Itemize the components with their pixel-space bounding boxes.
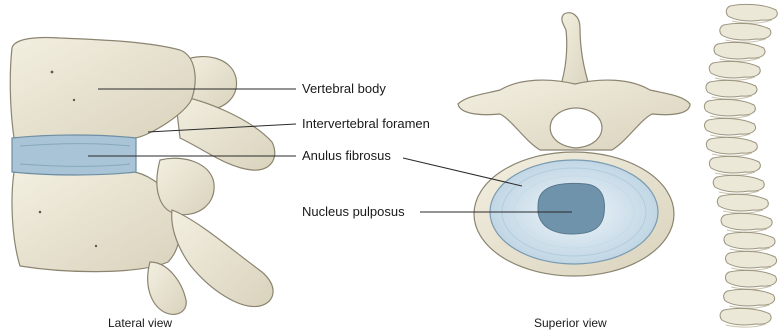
caption-superior-view: Superior view <box>534 316 607 330</box>
upper-vertebral-body <box>10 37 195 138</box>
lower-spinous-process <box>172 210 273 307</box>
upper-spinous-process <box>175 95 275 170</box>
lower-articular-process <box>157 158 214 214</box>
label-vertebral-body: Vertebral body <box>302 82 386 96</box>
spinal-column-illustration <box>704 4 777 327</box>
spine-vertebra <box>713 175 764 192</box>
spine-vertebra <box>714 42 765 59</box>
spine-vertebra <box>709 156 760 173</box>
label-nucleus-pulposus: Nucleus pulposus <box>302 205 405 219</box>
spine-vertebra <box>709 61 760 78</box>
spine-vertebra <box>726 4 777 21</box>
label-anulus-fibrosus: Anulus fibrosus <box>302 149 391 163</box>
spine-vertebra <box>725 270 776 287</box>
superior-nucleus-pulposus <box>538 183 604 234</box>
vertebral-foramen <box>550 108 602 148</box>
label-intervertebral-foramen: Intervertebral foramen <box>302 117 430 131</box>
spine-vertebra <box>706 80 757 97</box>
spine-vertebra <box>721 213 772 230</box>
spine-vertebra <box>705 118 756 135</box>
superior-spinous-process <box>560 13 590 88</box>
lateral-vertebrae <box>10 37 275 314</box>
lower-vertebral-body <box>12 172 180 272</box>
spine-vertebra <box>717 194 768 211</box>
spine-vertebra <box>706 137 757 154</box>
lower-inferior-process <box>148 262 187 314</box>
spine-vertebra <box>720 308 771 325</box>
lateral-intervertebral-disc <box>12 135 136 175</box>
spine-vertebra <box>704 99 755 116</box>
spine-vertebra <box>724 289 775 306</box>
caption-lateral-view: Lateral view <box>108 316 172 330</box>
spine-vertebra <box>726 251 777 268</box>
spine-vertebra <box>720 23 771 40</box>
spine-vertebra <box>724 232 775 249</box>
